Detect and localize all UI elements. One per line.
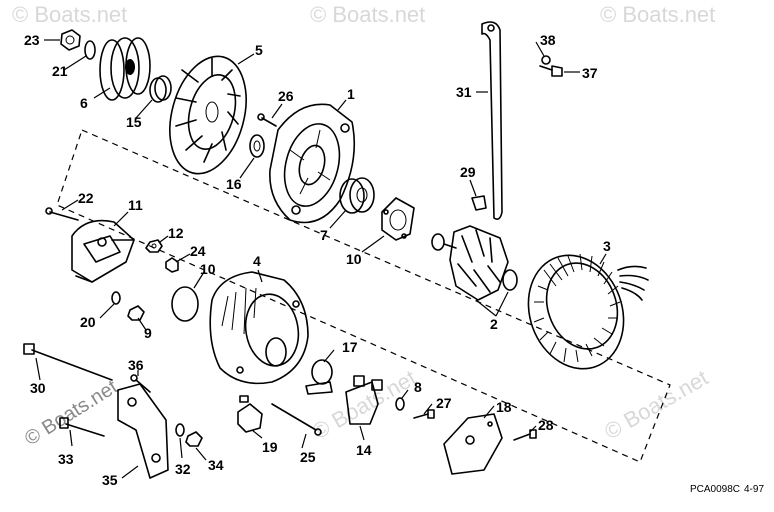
callout-36: 36 xyxy=(128,357,144,373)
callout-17: 17 xyxy=(342,339,358,355)
callout-2: 2 xyxy=(490,316,498,332)
callout-37: 37 xyxy=(582,65,598,81)
callout-6: 6 xyxy=(80,95,88,111)
part-2-rotor xyxy=(431,225,518,301)
callout-23: 23 xyxy=(24,32,40,48)
part-21-washer xyxy=(84,40,96,60)
part-28-screw xyxy=(513,429,537,441)
part-7-bearing xyxy=(339,177,375,214)
callout-4: 4 xyxy=(253,253,261,269)
part-37-bolt xyxy=(539,65,563,77)
callout-32: 32 xyxy=(175,461,191,477)
part-30-bolt xyxy=(23,343,113,381)
callout-16: 16 xyxy=(226,176,242,192)
part-6-pulley xyxy=(99,37,151,101)
leader-lines xyxy=(35,39,607,479)
part-9-nut xyxy=(127,305,145,321)
callout-7: 7 xyxy=(320,227,328,243)
part-16-bearing xyxy=(249,134,265,158)
assembly-boundary xyxy=(56,129,671,463)
callout-21: 21 xyxy=(52,63,68,79)
part-33-bolt xyxy=(59,417,105,437)
part-20-washer xyxy=(111,291,121,305)
part-12-nut xyxy=(145,239,163,253)
part-1-front-housing xyxy=(269,103,356,224)
callout-28: 28 xyxy=(538,417,554,433)
callout-38: 38 xyxy=(540,32,556,48)
callout-8: 8 xyxy=(414,379,422,395)
callout-26: 26 xyxy=(278,88,294,104)
diagram-code: PCA0098C xyxy=(690,484,740,495)
part-18-cover xyxy=(443,413,503,475)
callout-9: 9 xyxy=(144,325,152,341)
callout-27: 27 xyxy=(436,395,452,411)
part-4-rear-housing xyxy=(209,271,309,385)
callout-24: 24 xyxy=(190,243,206,259)
callout-35: 35 xyxy=(102,472,118,488)
part-36-screw xyxy=(130,374,151,393)
part-19-terminal xyxy=(237,395,263,433)
part-22-screw xyxy=(45,207,79,221)
callout-11: 11 xyxy=(128,197,143,213)
part-29-lockwasher xyxy=(471,195,487,211)
callout-25: 25 xyxy=(300,449,316,465)
part-10-o-ring xyxy=(171,286,199,322)
callout-30: 30 xyxy=(30,380,46,396)
callout-29: 29 xyxy=(460,164,476,180)
callout-5: 5 xyxy=(255,42,263,58)
part-10-retainer-plate xyxy=(381,197,415,241)
part-27-screw xyxy=(413,409,435,419)
part-17-capacitor xyxy=(305,359,333,395)
callout-34: 34 xyxy=(208,457,224,473)
watermark-top-left: © Boats.net xyxy=(12,2,127,27)
part-26-screw xyxy=(257,113,277,127)
part-11-brush-holder xyxy=(71,219,135,283)
part-38-washer xyxy=(541,55,551,65)
part-24-nut xyxy=(165,257,179,273)
callout-1: 1 xyxy=(347,86,355,102)
date-code: 4-97 xyxy=(744,484,764,495)
part-15-spacer xyxy=(149,75,172,103)
callout-labels: 23 21 6 15 5 26 1 16 7 10 31 29 38 37 2 … xyxy=(24,32,611,488)
watermark-top-right: © Boats.net xyxy=(600,2,715,27)
part-25-stud xyxy=(271,403,322,436)
callout-33: 33 xyxy=(58,451,74,467)
callout-22: 22 xyxy=(78,190,94,206)
part-14-regulator xyxy=(345,375,383,425)
part-8-washer xyxy=(395,397,405,411)
callout-15: 15 xyxy=(126,114,142,130)
watermark-bottom-right: © Boats.net xyxy=(600,365,712,444)
callout-10-lower: 10 xyxy=(200,261,216,277)
callout-14: 14 xyxy=(356,442,372,458)
callout-20: 20 xyxy=(80,314,96,330)
part-23-nut xyxy=(60,29,81,51)
part-3-stator xyxy=(527,253,649,370)
part-5-fan xyxy=(169,55,247,175)
part-34-nut xyxy=(185,431,203,447)
part-31-bracket-strap xyxy=(481,21,503,220)
callout-10-upper: 10 xyxy=(346,251,362,267)
watermark-top-center: © Boats.net xyxy=(310,2,425,27)
callout-19: 19 xyxy=(262,439,278,455)
callout-18: 18 xyxy=(496,399,512,415)
callout-3: 3 xyxy=(603,238,611,254)
part-35-mounting-bracket xyxy=(117,383,169,479)
callout-12: 12 xyxy=(168,225,184,241)
callout-31: 31 xyxy=(456,84,472,100)
part-32-washer xyxy=(175,423,185,437)
